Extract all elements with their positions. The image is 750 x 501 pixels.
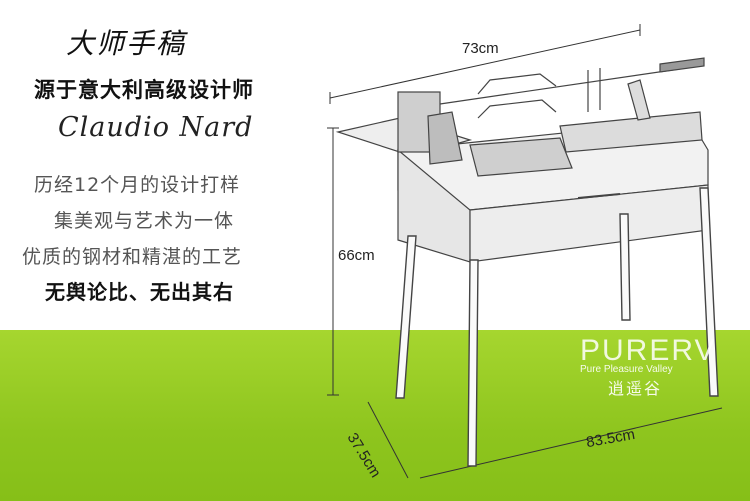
leg-front-left <box>395 235 417 399</box>
description-line-2: 集美观与艺术为一体 <box>54 210 235 232</box>
brand-tagline: Pure Pleasure Valley <box>580 364 673 375</box>
width-dimension-line <box>329 29 641 99</box>
brand-chinese-name: 逍遥谷 <box>608 379 663 398</box>
description-line-1: 历经12个月的设计打样 <box>34 174 241 196</box>
script-title: 大师手稿 <box>66 27 187 60</box>
leg-back-left <box>619 213 631 321</box>
height-label: 66cm <box>338 247 375 264</box>
depth-dimension-line <box>367 401 409 479</box>
description-line-3: 优质的钢材和精湛的工艺 <box>22 246 243 268</box>
brand-watermark: PURERV Pure Pleasure Valley 逍遥谷 <box>580 334 716 399</box>
emphasis-line: 无舆论比、无出其右 <box>45 280 234 304</box>
grill-grate <box>559 111 703 153</box>
length-dimension-line <box>419 407 723 479</box>
designer-signature: Claudio Nard <box>58 112 254 143</box>
rotisserie-spit <box>439 65 701 105</box>
grill-illustration <box>327 24 723 479</box>
width-label: 73cm <box>462 40 499 57</box>
leg-front-right <box>467 259 479 467</box>
charcoal-tray <box>469 137 573 177</box>
leg-back-right <box>699 187 719 397</box>
origin-heading: 源于意大利高级设计师 <box>34 78 254 102</box>
brand-logo: PURERV <box>580 334 717 367</box>
